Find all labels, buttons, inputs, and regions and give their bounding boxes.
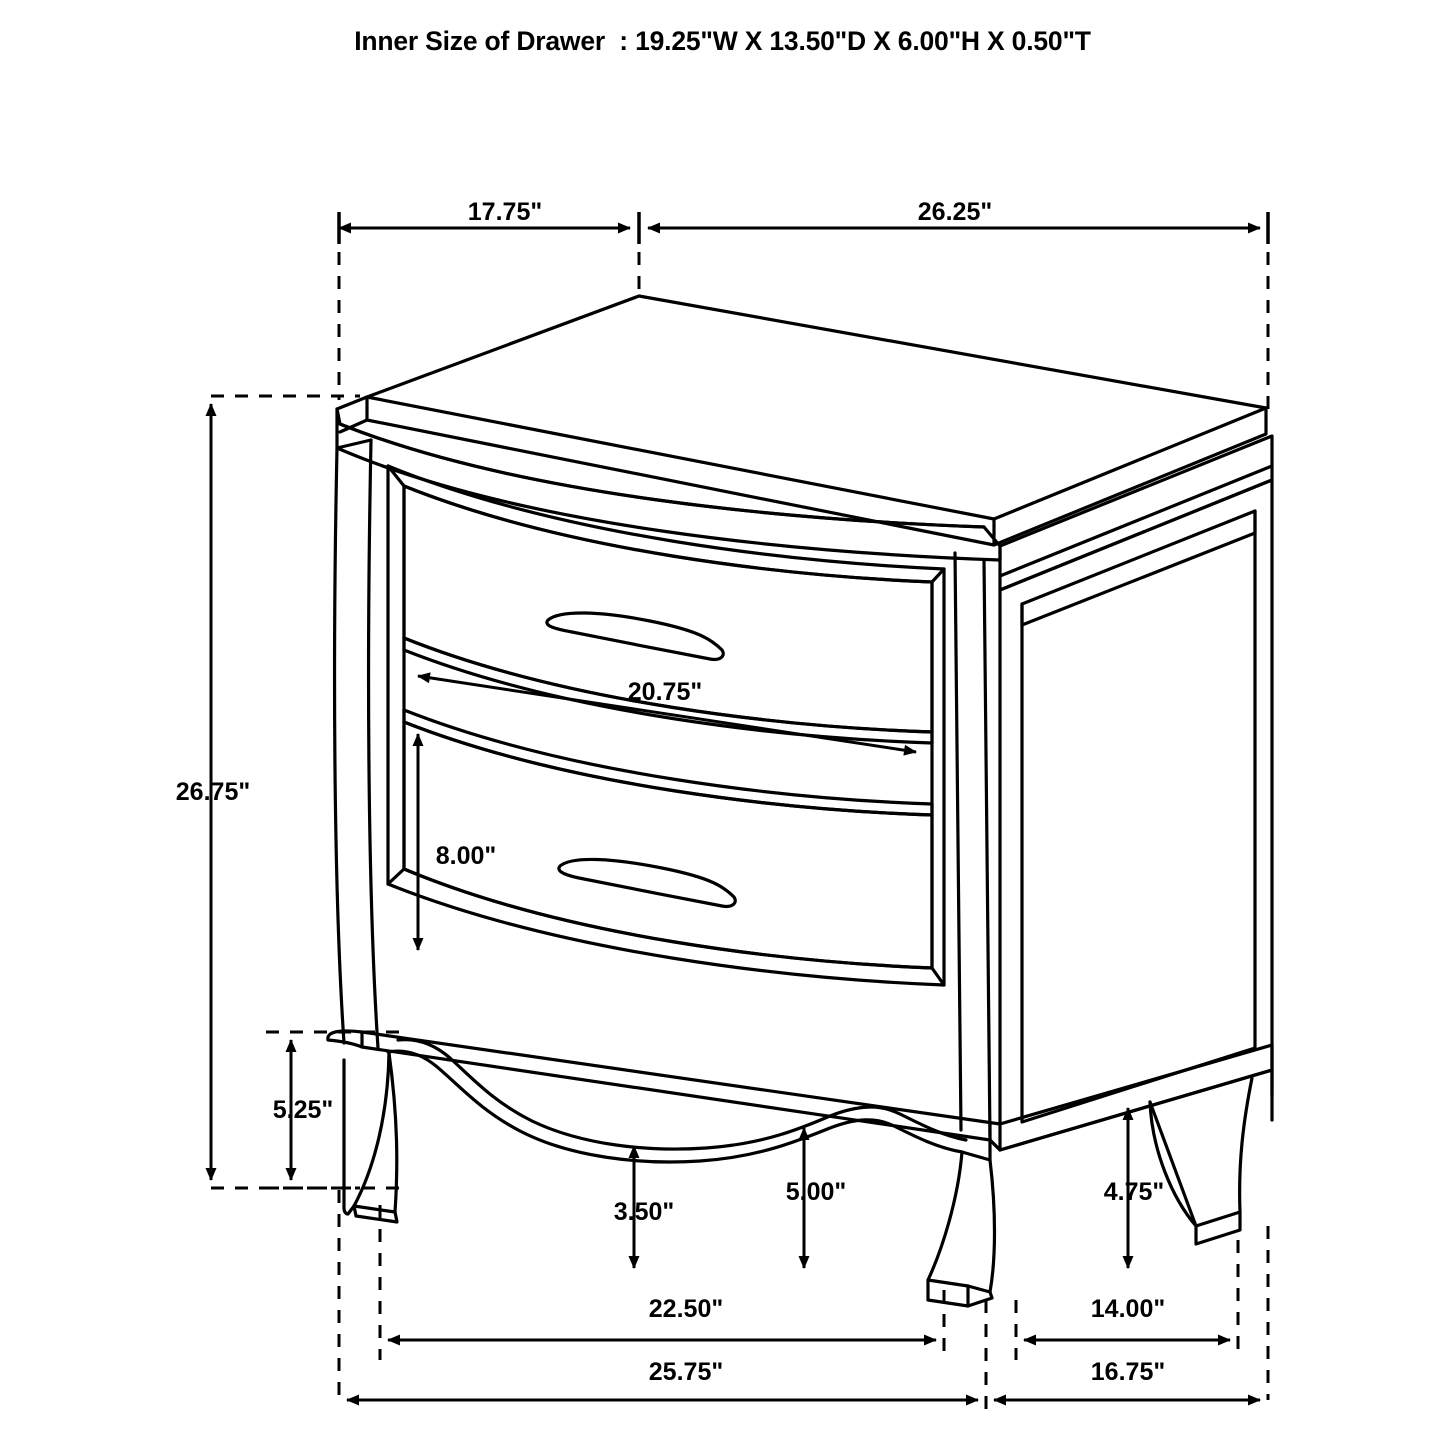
drawer-front-bottom — [402, 708, 934, 970]
dimension-labels: 17.75" 26.25" 26.75" 5.25" 20.75" 8.00" … — [176, 198, 1165, 1386]
dimension-lines — [205, 212, 1270, 1420]
label-drawer-height: 8.00" — [436, 842, 497, 870]
label-overall-height: 26.75" — [176, 778, 250, 806]
case-front-panel — [332, 438, 992, 1142]
label-drawer-width: 20.75" — [628, 678, 702, 706]
page-title: Inner Size of Drawer : 19.25"W X 13.50"D… — [354, 26, 1091, 56]
label-side-overall-depth: 16.75" — [1091, 1358, 1165, 1386]
label-front-overall-width: 25.75" — [649, 1358, 723, 1386]
leg-front-left — [342, 1051, 399, 1224]
base-molding — [326, 1029, 1274, 1152]
table-top — [335, 294, 1274, 592]
dim-top-right-width — [647, 212, 1270, 244]
leg-side-right — [1148, 1076, 1254, 1246]
case-side-panel — [998, 478, 1274, 1152]
scalloped-apron — [386, 1038, 968, 1164]
leg-front-center — [926, 1138, 997, 1308]
label-side-leg-span: 14.00" — [1091, 1295, 1165, 1323]
label-apron-clearance-corner: 5.00" — [786, 1178, 847, 1206]
nightstand-body — [326, 294, 1274, 1308]
label-front-leg-span: 22.50" — [649, 1295, 723, 1323]
label-apron-clearance-side: 4.75" — [1104, 1178, 1165, 1206]
label-leg-zone-height: 5.25" — [273, 1096, 334, 1124]
drawer-frame — [386, 464, 946, 987]
label-apron-clearance-front: 3.50" — [614, 1198, 675, 1226]
label-top-right-width: 26.25" — [918, 198, 992, 226]
dim-top-left-width — [337, 212, 641, 244]
dim-drawer-width — [417, 672, 917, 756]
label-top-left-width: 17.75" — [468, 198, 542, 226]
